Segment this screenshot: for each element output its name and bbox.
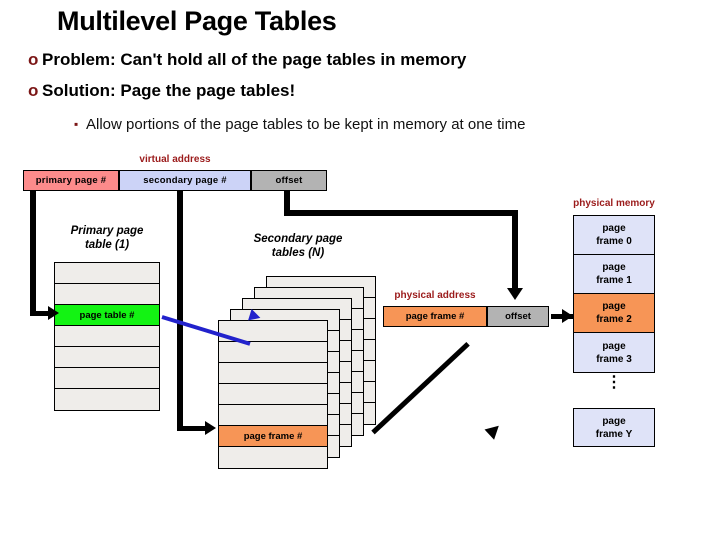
primary-table-row [55,368,159,389]
pa-field-offset: offset [487,306,549,327]
va-field-secondary-page: secondary page # [119,170,251,191]
memory-frame-line1: page [602,262,626,273]
memory-frame: page frame 3 [574,333,654,372]
va-field-offset: offset [251,170,327,191]
primary-table-caption-line1: Primary page [70,225,144,237]
connector-secondary-horizontal [177,426,207,431]
connector-offset-horizontal [284,210,518,216]
connector-offset-vertical-b [512,210,518,290]
secondary-table-row [219,321,327,342]
connector-black-diagonal [371,342,470,435]
physical-address-label: physical address [394,290,476,301]
bullet-allow-portions: ▪ Allow portions of the page tables to be… [74,116,525,133]
memory-frame-line1: page [602,301,626,312]
primary-table-row [55,347,159,368]
secondary-table-row [219,384,327,405]
memory-frame: page frame 1 [574,255,654,294]
memory-frame-line2: frame 0 [596,236,632,247]
secondary-table-row [219,342,327,363]
virtual-address-label: virtual address [139,154,211,165]
bullet-marker-circle: o [28,81,39,100]
memory-frame-line1: page [602,340,626,352]
memory-frame-line2: frame Y [595,428,633,440]
secondary-tables-caption-line1: Secondary page [253,233,343,245]
connector-primary-vertical [30,191,36,316]
secondary-table-row [219,405,327,426]
memory-frame-highlighted: page frame 2 [574,294,654,333]
physical-memory-label: physical memory [573,198,655,209]
bullet-allow-portions-text: Allow portions of the page tables to be … [86,116,526,133]
page-title: Multilevel Page Tables [57,6,337,36]
connector-primary-arrowhead [48,306,59,320]
memory-frame-line2: frame 2 [596,314,632,325]
connector-black-diagonal-arrowhead [484,420,504,440]
pa-field-page-frame: page frame # [383,306,487,327]
secondary-table-row-highlighted: page frame # [219,426,327,447]
va-field-primary-page: primary page # [23,170,119,191]
memory-ellipsis: ⋮ [606,374,622,391]
bullet-solution-text: Solution: Page the page tables! [42,81,296,100]
memory-frame-line1: page [602,223,626,234]
primary-table-row [55,389,159,410]
memory-frame-line1: page [602,415,626,427]
secondary-tables-caption: Secondary page tables (N) [218,232,378,260]
connector-pa-to-memory-arrowhead [562,309,573,323]
secondary-table-front-sheet: page frame # [218,320,328,469]
secondary-tables-caption-line2: tables (N) [271,247,325,259]
connector-secondary-vertical [177,191,183,431]
connector-primary-horizontal [30,311,50,316]
connector-secondary-arrowhead [205,421,216,435]
primary-table-row [55,284,159,305]
memory-frame-line2: frame 3 [596,353,632,365]
primary-table-caption: Primary page table (1) [46,224,168,252]
primary-table-row [55,326,159,347]
bullet-problem-text: Problem: Can't hold all of the page tabl… [42,50,467,69]
secondary-table-row [219,363,327,384]
physical-memory-block: page frame 0 page frame 1 page frame 2 p… [573,215,655,373]
primary-page-table: page table # [54,262,160,411]
bullet-marker-square: ▪ [74,117,79,131]
connector-offset-vertical-a [284,191,290,215]
primary-table-caption-line2: table (1) [84,239,130,251]
memory-frame: page frame 0 [574,216,654,255]
primary-table-row-highlighted: page table # [55,305,159,326]
memory-frame-line2: frame 1 [596,275,632,286]
memory-frame-last: page frame Y [573,408,655,447]
connector-offset-arrowhead [507,288,523,300]
bullet-marker-circle: o [28,50,39,69]
secondary-page-tables-stack: page frame # [218,276,378,469]
secondary-table-row [219,447,327,468]
primary-table-row [55,263,159,284]
